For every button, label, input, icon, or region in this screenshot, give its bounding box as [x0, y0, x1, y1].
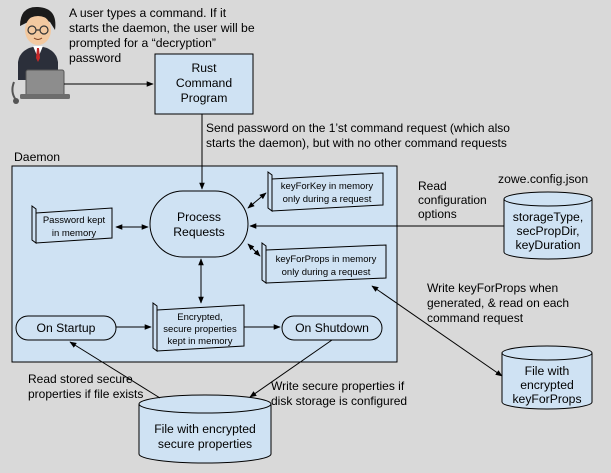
- user-note-line-4: password: [69, 51, 121, 65]
- svg-text:only during a request: only during a request: [282, 267, 371, 278]
- svg-text:encrypted: encrypted: [520, 378, 574, 392]
- svg-text:Process: Process: [177, 210, 221, 224]
- password-kept-scroll: Password kept in memory: [31, 205, 113, 244]
- read-stored-note: Read stored secure properties if file ex…: [28, 372, 143, 401]
- on-startup: On Startup: [15, 315, 117, 341]
- user-note-line-2: starts the daemon, the user will be: [69, 21, 255, 35]
- svg-text:File with: File with: [525, 364, 570, 378]
- svg-text:Write secure properties if: Write secure properties if: [271, 379, 405, 393]
- encrypted-props-scroll: Encrypted, secure properties kept in mem…: [152, 302, 245, 352]
- user-with-laptop-icon: [11, 6, 70, 104]
- keyforprops-file-cylinder: File with encrypted keyForProps: [501, 345, 593, 410]
- rust-program-line-1: Rust: [191, 61, 217, 75]
- send-password-note: Send password on the 1’st command reques…: [206, 121, 510, 150]
- svg-text:Requests: Requests: [173, 225, 225, 239]
- user-note: A user types a command. If it starts the…: [69, 6, 255, 65]
- svg-text:keyForKey in memory: keyForKey in memory: [281, 181, 374, 192]
- config-filename: zowe.config.json: [498, 172, 588, 186]
- svg-text:keyForProps in memory: keyForProps in memory: [276, 254, 377, 265]
- connectors: [69, 114, 504, 399]
- secure-properties-file-cylinder: File with encrypted secure properties: [138, 394, 272, 464]
- send-password-line-1: Send password on the 1’st command reques…: [206, 121, 510, 135]
- svg-text:only during a request: only during a request: [283, 194, 372, 205]
- svg-text:storageType,: storageType,: [513, 210, 583, 224]
- svg-text:command request: command request: [427, 311, 524, 325]
- write-secure-note: Write secure properties if disk storage …: [271, 379, 407, 408]
- svg-text:keyForProps: keyForProps: [512, 392, 581, 406]
- user-note-line-3: prompted for a “decryption”: [69, 36, 216, 50]
- svg-text:Read stored secure: Read stored secure: [28, 372, 133, 386]
- svg-text:keyDuration: keyDuration: [515, 238, 580, 252]
- key-for-key-scroll: keyForKey in memory only during a reques…: [267, 171, 384, 212]
- config-file-cylinder: storageType, secPropDir, keyDuration: [503, 191, 593, 260]
- process-requests: Process Requests: [149, 190, 249, 258]
- arrow-process-keyforkey: [247, 192, 267, 209]
- svg-text:properties if file exists: properties if file exists: [28, 387, 143, 401]
- svg-text:generated, & read on each: generated, & read on each: [427, 296, 569, 310]
- arrow-process-keyforprops: [247, 243, 261, 257]
- svg-text:On Shutdown: On Shutdown: [295, 321, 369, 335]
- daemon-label: Daemon: [14, 150, 60, 164]
- svg-text:options: options: [418, 207, 457, 221]
- svg-text:File with encrypted: File with encrypted: [154, 422, 256, 436]
- rust-program-line-2: Command: [176, 76, 232, 90]
- svg-text:Encrypted,: Encrypted,: [177, 312, 222, 323]
- svg-text:kept in memory: kept in memory: [168, 336, 233, 347]
- svg-text:secPropDir,: secPropDir,: [517, 224, 580, 238]
- svg-text:in memory: in memory: [52, 228, 97, 239]
- user-note-line-1: A user types a command. If it: [69, 6, 227, 20]
- svg-text:On Startup: On Startup: [37, 321, 96, 335]
- svg-text:Write keyForProps when: Write keyForProps when: [427, 281, 558, 295]
- arrow-file-to-startup: [69, 341, 161, 399]
- svg-text:secure properties: secure properties: [163, 324, 237, 335]
- svg-text:configuration: configuration: [418, 193, 487, 207]
- read-config-note: Read configuration options: [418, 179, 487, 221]
- write-keyforprops-note: Write keyForProps when generated, & read…: [427, 281, 569, 325]
- on-shutdown: On Shutdown: [281, 315, 383, 341]
- rust-command-program: Rust Command Program: [154, 53, 254, 115]
- svg-text:Password kept: Password kept: [43, 215, 106, 226]
- svg-text:secure properties: secure properties: [158, 437, 252, 451]
- rust-program-line-3: Program: [181, 91, 228, 105]
- arrow-shutdown-to-file: [249, 339, 333, 398]
- arrow-keyforprops-file: [371, 285, 503, 377]
- key-for-props-scroll: keyForProps in memory only during a requ…: [261, 242, 387, 284]
- svg-text:Read: Read: [418, 179, 447, 193]
- send-password-line-2: starts the daemon), but with no other co…: [206, 136, 507, 150]
- svg-text:disk storage is configured: disk storage is configured: [271, 394, 407, 408]
